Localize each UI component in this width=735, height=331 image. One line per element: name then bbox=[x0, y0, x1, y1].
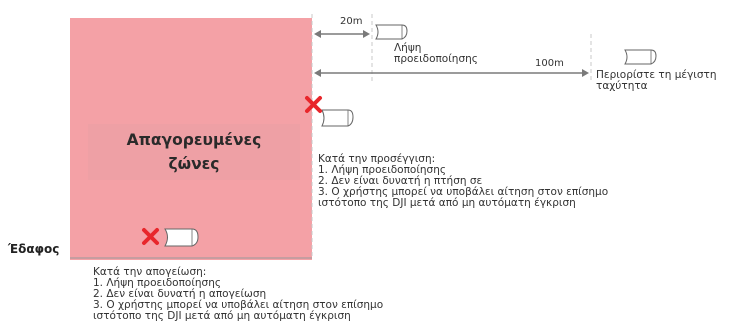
aircraft-icon-speed bbox=[624, 49, 657, 65]
zone-label-background bbox=[88, 124, 300, 180]
zone-title-line-2: ζώνες bbox=[168, 155, 220, 173]
ground-label: Έδαφος bbox=[8, 242, 60, 256]
aircraft-icon-takeoff bbox=[164, 228, 199, 247]
takeoff-notes-heading: Κατά την απογείωση: bbox=[93, 266, 207, 278]
distance-label-100m: 100m bbox=[535, 58, 564, 69]
zone-title-line-1: Απαγορευμένες bbox=[126, 131, 262, 149]
takeoff-note-item: 1. Λήψη προειδοποίησης bbox=[93, 277, 222, 289]
speed-limit-label-line-1: Περιορίστε τη μέγιστη bbox=[596, 69, 717, 81]
double-arrow-icon-20m bbox=[314, 30, 370, 38]
takeoff-notes: Κατά την απογείωση: 1. Λήψη προειδοποίησ… bbox=[93, 267, 383, 322]
approach-note-item: 3. Ο χρήστης μπορεί να υποβάλει αίτηση σ… bbox=[318, 186, 609, 198]
approach-note-item: 1. Λήψη προειδοποίησης bbox=[318, 164, 447, 176]
warning-label: Λήψη προειδοποίησης bbox=[394, 43, 478, 65]
red-x-icon-takeoff bbox=[142, 228, 159, 245]
aircraft-icon-warning bbox=[375, 24, 408, 40]
takeoff-note-item: ιστότοπο της DJI μετά από μη αυτόματη έγ… bbox=[93, 310, 351, 322]
double-arrow-icon-100m bbox=[314, 69, 589, 77]
approach-note-item: 2. Δεν είναι δυνατή η πτήση σε bbox=[318, 175, 483, 187]
zone-title: Απαγορευμένες ζώνες bbox=[88, 128, 300, 176]
takeoff-note-item: 2. Δεν είναι δυνατή η απογείωση bbox=[93, 288, 267, 300]
speed-limit-label-line-2: ταχύτητα bbox=[596, 80, 648, 92]
approach-notes-heading: Κατά την προσέγγιση: bbox=[318, 153, 436, 165]
approach-notes: Κατά την προσέγγιση: 1. Λήψη προειδοποίη… bbox=[318, 154, 608, 209]
takeoff-note-item: 3. Ο χρήστης μπορεί να υποβάλει αίτηση σ… bbox=[93, 299, 384, 311]
warning-label-line-1: Λήψη bbox=[394, 42, 422, 54]
distance-label-20m: 20m bbox=[340, 16, 363, 27]
approach-note-item: ιστότοπο της DJI μετά από μη αυτόματη έγ… bbox=[318, 197, 576, 209]
red-x-icon-approach bbox=[305, 96, 322, 113]
aircraft-icon-approach bbox=[321, 109, 354, 127]
warning-label-line-2: προειδοποίησης bbox=[394, 53, 478, 65]
speed-limit-label: Περιορίστε τη μέγιστη ταχύτητα bbox=[596, 70, 717, 92]
